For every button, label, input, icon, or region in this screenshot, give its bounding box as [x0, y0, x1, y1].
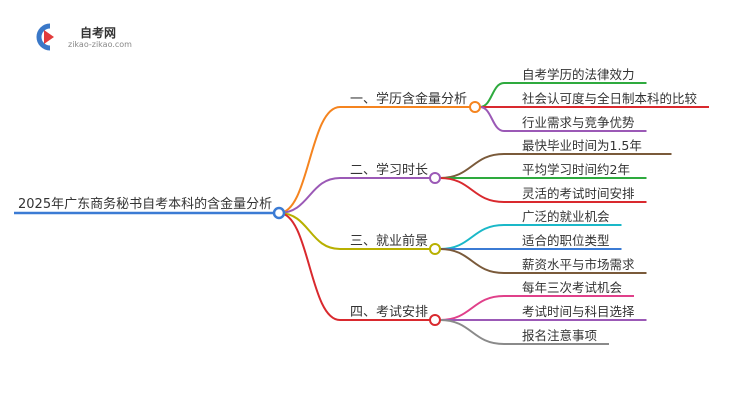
branch-label: 三、就业前景: [350, 233, 428, 249]
branch-connector: [278, 106, 341, 214]
branch-connector: [278, 212, 341, 250]
root-node-circle[interactable]: [272, 206, 286, 220]
leaf-label: 最快毕业时间为1.5年: [522, 138, 642, 153]
branch-node-circle[interactable]: [429, 314, 441, 326]
leaf-connector: [479, 106, 505, 132]
leaf-label: 考试时间与科目选择: [522, 304, 635, 319]
leaf-connector: [439, 248, 505, 274]
logo-mark-icon: [36, 23, 54, 51]
site-logo[interactable]: 自考网 zikao-zikao.com: [30, 20, 160, 60]
branch-connector: [278, 212, 341, 321]
leaf-label: 灵活的考试时间安排: [522, 186, 635, 201]
leaf-connector: [479, 82, 505, 108]
leaf-connector: [439, 153, 505, 179]
branch-label: 四、考试安排: [350, 305, 428, 320]
leaf-connector: [439, 319, 505, 345]
leaf-label: 行业需求与竞争优势: [522, 115, 635, 130]
branch-node-circle[interactable]: [429, 243, 441, 255]
branch-node-circle[interactable]: [469, 101, 481, 113]
leaf-connector: [439, 224, 505, 250]
branch-connector: [278, 177, 341, 214]
leaf-label: 平均学习时间约2年: [522, 162, 630, 177]
branch-node-circle[interactable]: [429, 172, 441, 184]
leaf-connector: [439, 295, 505, 321]
leaf-label: 报名注意事项: [522, 328, 597, 343]
logo-name: 自考网: [80, 26, 117, 40]
leaf-label: 自考学历的法律效力: [522, 67, 635, 82]
logo-url: zikao-zikao.com: [68, 40, 132, 49]
leaf-connector: [439, 177, 505, 203]
leaf-label: 薪资水平与市场需求: [522, 257, 635, 272]
leaf-label: 社会认可度与全日制本科的比较: [522, 91, 698, 106]
branch-label: 一、学历含金量分析: [350, 91, 467, 107]
leaf-label: 每年三次考试机会: [522, 280, 623, 295]
leaf-label: 适合的职位类型: [522, 233, 610, 248]
branch-label: 二、学习时长: [350, 162, 428, 178]
leaf-label: 广泛的就业机会: [522, 209, 610, 224]
root-label: 2025年广东商务秘书自考本科的含金量分析: [18, 196, 272, 212]
